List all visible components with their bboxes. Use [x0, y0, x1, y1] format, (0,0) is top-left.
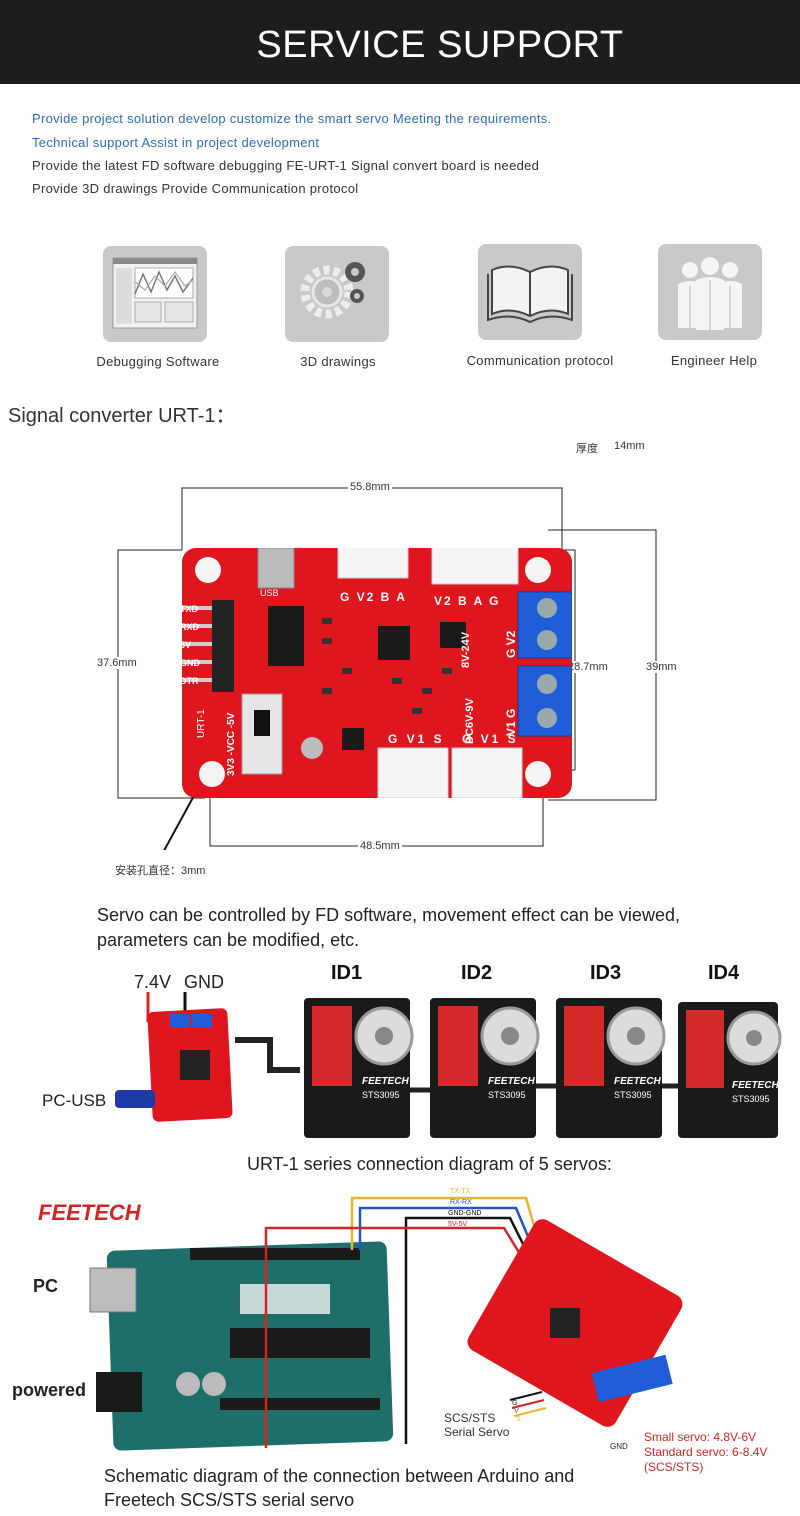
software-window-icon: [103, 246, 207, 342]
servo-chain: [304, 998, 782, 1138]
intro-line-1: Servo can be controlled by FD software, …: [97, 905, 680, 925]
diagram2-caption-line1: Schematic diagram of the connection betw…: [104, 1466, 575, 1486]
header-bar: SERVICE SUPPORT: [0, 0, 800, 84]
servo-3-brand: FEETECH: [614, 1076, 661, 1087]
servo-3-model: STS3095: [614, 1090, 652, 1100]
top-connector-b-label: V2 B A G: [434, 594, 501, 608]
servo-4-brand: FEETECH: [732, 1080, 779, 1091]
wire-label-rx: RX-RX: [450, 1199, 472, 1206]
thickness-label: 厚度: [576, 443, 598, 455]
urt-1-board: TXD RXD 5V GND DTR USB G V2 B A V2 B A G…: [176, 529, 573, 799]
servo-label-line1: SCS/STS: [444, 1411, 496, 1425]
diagram1-caption: URT-1 series connection diagram of 5 ser…: [247, 1154, 612, 1174]
board-side-label: URT-1: [196, 709, 207, 738]
support-line-1: Provide project solution develop customi…: [32, 111, 552, 126]
feetech-logo: FEETECH: [38, 1200, 141, 1225]
pin-label-rxd: RXD: [180, 622, 200, 632]
servo-id-4: ID4: [708, 962, 740, 984]
mini-board-diagram: [115, 992, 300, 1122]
pin-label-dtr: DTR: [180, 676, 199, 686]
servo-label-line2: Serial Servo: [444, 1425, 510, 1439]
wire-label-gnd: GND-GND: [448, 1210, 482, 1217]
servo-4-model: STS3095: [732, 1094, 770, 1104]
servo-id-2: ID2: [461, 962, 493, 984]
support-line-2: Technical support Assist in project deve…: [32, 135, 320, 150]
pin-label-5v: 5V: [180, 640, 192, 650]
pin-label-g: G: [512, 1400, 518, 1407]
servo-id-1: ID1: [331, 962, 363, 984]
power-gnd-label: GND: [184, 972, 224, 992]
powered-label: powered: [12, 1380, 87, 1400]
servo-2-model: STS3095: [488, 1090, 526, 1100]
dim-hole-spacing: 48.5mm: [358, 840, 402, 852]
support-line-4: Provide 3D drawings Provide Communicatio…: [32, 181, 359, 196]
power-pos-label: 7.4V: [134, 972, 172, 992]
bottom-connector-2-label: G V1 S: [462, 732, 519, 746]
wire-label-5v: 5V-5V: [448, 1221, 468, 1228]
pin-label-v: V: [514, 1408, 519, 1415]
servo-2-brand: FEETECH: [488, 1076, 535, 1087]
support-line-3: Provide the latest FD software debugging…: [32, 158, 540, 173]
hole-note: 安装孔直径：3mm: [115, 865, 206, 877]
pin-label-txd: TXD: [180, 604, 198, 614]
usb-label: USB: [260, 588, 279, 598]
bottom-connector-1-label: G V1 S: [388, 732, 445, 746]
diagram2-caption-line2: Freetech SCS/STS serial servo: [104, 1490, 355, 1510]
terminal-v2-label: G V2: [504, 630, 518, 658]
dim-width: 55.8mm: [348, 481, 392, 493]
pc-label: PC: [33, 1276, 59, 1296]
top-connector-a-label: G V2 B A: [340, 590, 407, 604]
wire-label-tx: TX-TX: [450, 1188, 471, 1195]
small-servo-voltage: Small servo: 4.8V-6V: [644, 1430, 757, 1444]
servo-id-3: ID3: [590, 962, 622, 984]
pc-usb-label: PC-USB: [42, 1091, 107, 1110]
gnd-small-label: GND: [610, 1442, 628, 1451]
open-book-icon: [478, 244, 582, 340]
service-label-debugging: Debugging Software: [96, 354, 220, 369]
page-title: SERVICE SUPPORT: [256, 24, 624, 66]
dim-outer-height: 39mm: [644, 661, 679, 673]
voltage-v1-label: DC6V-9V: [464, 698, 476, 744]
pin-label-gnd: GND: [180, 658, 200, 668]
pin-label-s: S: [516, 1416, 521, 1423]
service-label-protocol: Communication protocol: [466, 353, 614, 368]
gears-icon: [285, 246, 389, 342]
standard-servo-voltage: Standard servo: 6-8.4V: [644, 1445, 768, 1459]
service-label-engineer: Engineer Help: [670, 353, 758, 368]
intro-line-2: parameters can be modified, etc.: [97, 930, 360, 950]
dim-inner-height: 28.7mm: [566, 661, 610, 673]
dim-height-left: 37.6mm: [95, 657, 139, 669]
servo-1-model: STS3095: [362, 1090, 400, 1100]
service-label-3d: 3D drawings: [300, 354, 376, 369]
engineers-icon: [658, 244, 762, 340]
left-pin-labels: TXD RXD 5V GND DTR: [180, 600, 208, 690]
arduino-wiring-diagram: [89, 1196, 683, 1451]
switch-label: 3V3 -VCC -5V: [226, 712, 237, 776]
servo-1-brand: FEETECH: [362, 1076, 409, 1087]
urt-heading: Signal converter URT-1：: [8, 405, 236, 427]
thickness-value: 14mm: [614, 440, 645, 452]
servo-types: (SCS/STS): [644, 1460, 704, 1474]
